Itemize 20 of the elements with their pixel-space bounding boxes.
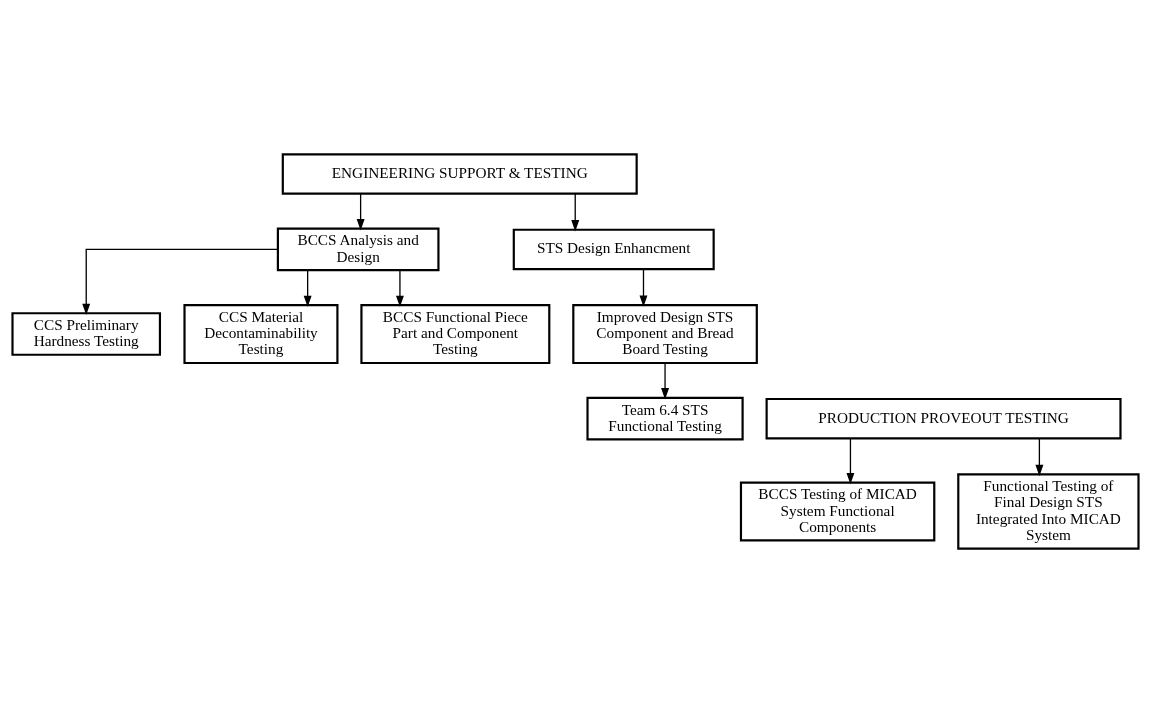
node-box: BCCS Functional Piece Part and Component Testing bbox=[360, 304, 551, 365]
arrow bbox=[661, 362, 670, 400]
arrow bbox=[356, 193, 365, 231]
arrow bbox=[395, 269, 404, 308]
node-box: CCS Preliminary Hardness Testing bbox=[11, 312, 162, 356]
node-box: PRODUCTION PROVEOUT TESTING bbox=[765, 397, 1122, 440]
node-box: BCCS Analysis and Design bbox=[276, 227, 440, 272]
node-box: BCCS Testing of MICAD System Functional Components bbox=[739, 481, 936, 542]
arrow bbox=[82, 248, 279, 316]
node-box: CCS Material Decontaminability Testing bbox=[183, 304, 339, 365]
arrow bbox=[846, 437, 855, 485]
node-box: STS Design Enhancment bbox=[512, 228, 715, 271]
arrow bbox=[1035, 437, 1044, 477]
node-box: Team 6.4 STS Functional Testing bbox=[586, 396, 744, 441]
node-box: Improved Design STS Component and Bread Board Testing bbox=[572, 304, 758, 365]
arrow bbox=[639, 268, 648, 307]
arrow bbox=[571, 193, 580, 232]
node-box: Functional Testing of Final Design STS Integrated Into MICAD System bbox=[957, 473, 1140, 550]
node-box: ENGINEERING SUPPORT & TESTING bbox=[281, 153, 638, 195]
arrow bbox=[303, 269, 312, 308]
